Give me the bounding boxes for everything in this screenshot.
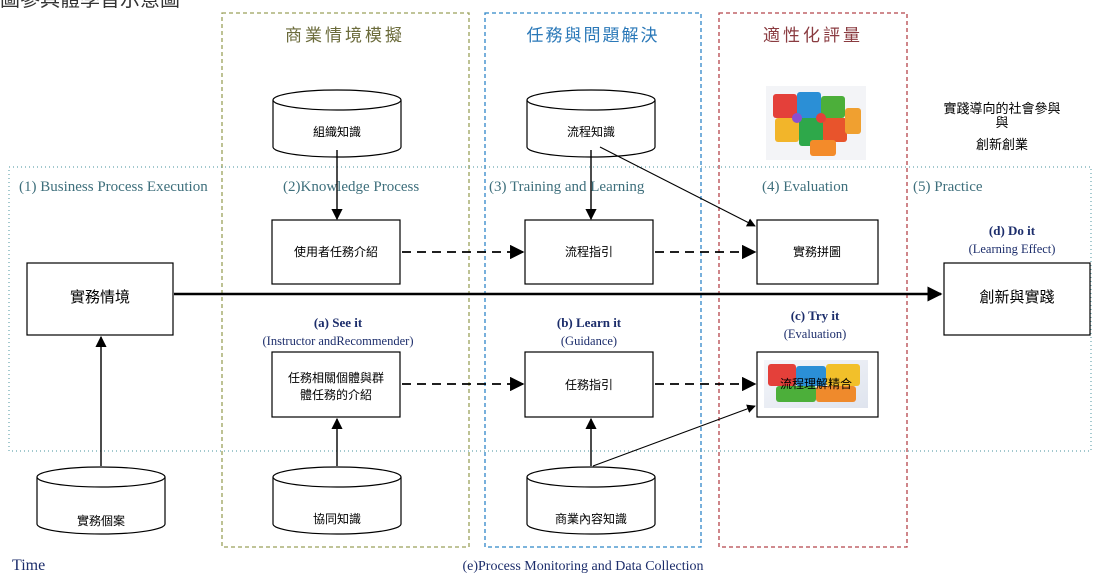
box-innovation: [943, 262, 1091, 336]
arrow-content-to-matching: [592, 404, 756, 467]
db-org-knowledge: 組織知識: [272, 89, 402, 158]
box-task-intro-line-2: 體任務的介紹: [300, 387, 372, 402]
footer-time-label: Time: [12, 557, 45, 573]
stage-try-title: (c) Try it: [791, 308, 840, 323]
phase-label-3: (3) Training and Learning: [489, 179, 645, 195]
puzzle-image-matching: [764, 360, 868, 408]
practice-note-line-3: 創新創業: [976, 137, 1028, 153]
box-task-guide: [524, 351, 654, 418]
db-business-content: 商業內容知識: [526, 466, 656, 535]
db-collab-knowledge: 協同知識: [272, 466, 402, 535]
top-caption: 圖參具體學習示意圖: [0, 0, 180, 11]
box-practice-puzzle: [756, 219, 879, 285]
stage-do-title: (d) Do it: [989, 223, 1036, 238]
box-practice-context: [26, 262, 174, 336]
box-task-intro-line-1: 任務相關個體與群: [288, 371, 384, 385]
box-process-guide-label: 流程指引: [565, 244, 613, 259]
stage-see-title: (a) See it: [314, 315, 363, 330]
db-business-content-label: 商業內容知識: [555, 511, 627, 526]
box-process-matching-label: 流程理解精合: [780, 376, 852, 391]
box-user-task-intro-label: 使用者任務介紹: [294, 244, 378, 259]
column-business-simulation: [221, 12, 470, 548]
stage-try-sub: (Evaluation): [784, 327, 846, 341]
phase-label-4: (4) Evaluation: [762, 179, 849, 195]
puzzle-image-top: [766, 86, 866, 160]
phase-label-5: (5) Practice: [913, 179, 983, 195]
box-innovation-label: 創新與實踐: [979, 288, 1054, 306]
column-title-task-problem: 任務與問題解決: [527, 26, 660, 46]
stage-learn-sub: (Guidance): [561, 334, 617, 348]
column-adaptive-evaluation: [718, 12, 908, 548]
box-task-guide-label: 任務指引: [565, 377, 613, 392]
process-execution-band: [8, 166, 1092, 452]
column-title-adaptive-eval: 適性化評量: [763, 26, 863, 46]
column-title-business-sim: 商業情境模擬: [285, 26, 405, 46]
box-task-intro: [271, 351, 401, 418]
db-process-knowledge: 流程知識: [526, 89, 656, 158]
stage-see-sub: (Instructor andRecommender): [263, 334, 414, 348]
db-case-label: 實務個案: [77, 513, 125, 528]
stage-do-sub: (Learning Effect): [969, 242, 1056, 256]
column-task-problem-solving: [484, 12, 702, 548]
box-practice-puzzle-label: 實務拼圖: [793, 244, 841, 259]
db-org-knowledge-label: 組織知識: [313, 125, 361, 139]
practice-note-line-1: 實踐導向的社會參與: [943, 101, 1060, 117]
arrow-process-to-puzzle: [599, 146, 756, 227]
db-case: 實務個案: [36, 466, 166, 535]
practice-note-line-2: 與: [995, 116, 1008, 131]
box-user-task-intro: [271, 219, 401, 285]
footer-monitoring-label: (e)Process Monitoring and Data Collectio…: [462, 559, 703, 573]
stage-learn-title: (b) Learn it: [557, 315, 622, 330]
box-practice-context-label: 實務情境: [70, 288, 130, 306]
box-process-guide: [524, 219, 654, 285]
db-process-knowledge-label: 流程知識: [567, 124, 615, 139]
phase-label-1: (1) Business Process Execution: [19, 179, 208, 195]
phase-label-2: (2)Knowledge Process: [283, 179, 419, 195]
db-collab-knowledge-label: 協同知識: [313, 511, 361, 526]
